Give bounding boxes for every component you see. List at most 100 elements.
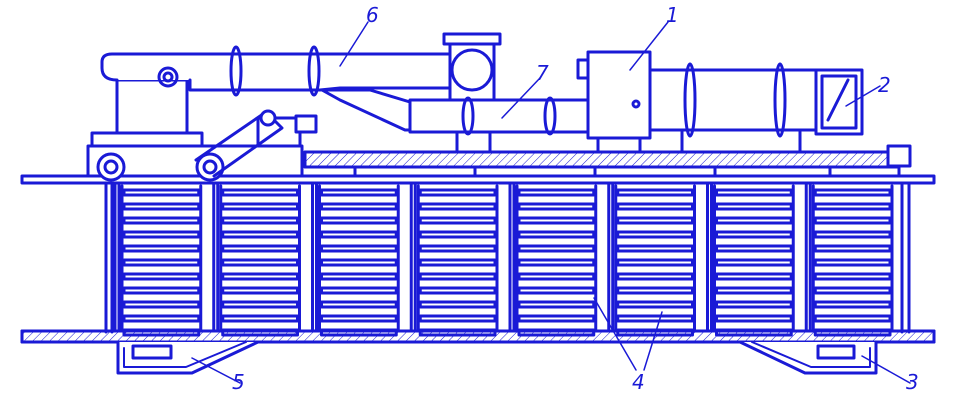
slat xyxy=(221,314,299,323)
slat-panel xyxy=(706,181,795,337)
slat xyxy=(418,188,497,197)
slat-panel xyxy=(212,181,301,337)
slat xyxy=(813,272,892,281)
hatched-deck xyxy=(303,150,899,178)
damper-2 xyxy=(814,68,864,136)
slat xyxy=(418,244,497,253)
label-5: 5 xyxy=(232,370,245,394)
outlet-duct xyxy=(648,62,822,154)
hatched-floor xyxy=(20,329,936,344)
slat xyxy=(616,202,694,211)
slat xyxy=(418,202,497,211)
slat xyxy=(616,258,694,267)
slat xyxy=(517,188,596,197)
slat xyxy=(418,272,497,281)
slat xyxy=(221,286,299,295)
slat xyxy=(616,188,694,197)
slat xyxy=(517,216,596,225)
label-3: 3 xyxy=(906,370,919,394)
slat xyxy=(813,314,892,323)
slat xyxy=(813,202,892,211)
slat xyxy=(418,286,497,295)
slat xyxy=(221,188,299,197)
label-7: 7 xyxy=(536,61,549,85)
slat xyxy=(122,300,201,309)
slat xyxy=(122,286,201,295)
slat xyxy=(517,244,596,253)
slat xyxy=(813,244,892,253)
slat xyxy=(221,300,299,309)
slat-panel xyxy=(409,181,499,337)
slat xyxy=(813,286,892,295)
slat xyxy=(616,216,694,225)
slat xyxy=(122,188,201,197)
slat-panel xyxy=(311,181,400,337)
slat xyxy=(517,300,596,309)
slat xyxy=(616,286,694,295)
slat xyxy=(122,314,201,323)
slat xyxy=(715,286,793,295)
slat xyxy=(221,230,299,239)
slat xyxy=(715,300,793,309)
slat xyxy=(616,244,694,253)
slat xyxy=(320,272,398,281)
slat-panel xyxy=(607,181,696,337)
slat-panel xyxy=(508,181,598,337)
label-6: 6 xyxy=(366,3,379,27)
slat xyxy=(517,230,596,239)
slat xyxy=(320,314,398,323)
slat xyxy=(221,202,299,211)
slat xyxy=(715,230,793,239)
slat xyxy=(517,272,596,281)
slat xyxy=(715,188,793,197)
end-stop xyxy=(886,144,912,178)
label-1: 1 xyxy=(666,3,679,27)
left-pit xyxy=(116,340,260,375)
slat xyxy=(320,202,398,211)
slat xyxy=(517,314,596,323)
slat xyxy=(221,244,299,253)
slat xyxy=(122,230,201,239)
chamber-frame xyxy=(104,181,911,334)
slat xyxy=(320,286,398,295)
slat xyxy=(616,314,694,323)
slat xyxy=(320,258,398,267)
slat xyxy=(616,272,694,281)
slat xyxy=(813,300,892,309)
slat xyxy=(221,216,299,225)
label-2: 2 xyxy=(878,73,891,97)
upper-rail xyxy=(20,174,936,185)
fan-housing xyxy=(442,32,502,154)
slat xyxy=(715,244,793,253)
right-pit xyxy=(738,340,878,375)
slat-panels xyxy=(113,181,894,337)
slat xyxy=(715,258,793,267)
slat xyxy=(616,300,694,309)
duct-7 xyxy=(408,96,592,136)
slat xyxy=(616,230,694,239)
slat xyxy=(517,286,596,295)
slat xyxy=(320,230,398,239)
slat xyxy=(122,244,201,253)
slat xyxy=(715,216,793,225)
slat xyxy=(715,314,793,323)
slat xyxy=(715,272,793,281)
slat xyxy=(221,258,299,267)
label-4: 4 xyxy=(632,370,645,394)
slat xyxy=(320,244,398,253)
callout-labels: 1 2 3 4 5 6 7 xyxy=(232,3,919,394)
slat xyxy=(813,216,892,225)
slat xyxy=(418,314,497,323)
slat xyxy=(418,230,497,239)
slat xyxy=(221,272,299,281)
slat xyxy=(320,188,398,197)
slat xyxy=(122,202,201,211)
slat xyxy=(813,230,892,239)
slat xyxy=(813,258,892,267)
slat xyxy=(122,258,201,267)
wheel-left xyxy=(96,152,126,182)
slat-panel xyxy=(804,181,894,337)
slat-panel xyxy=(113,181,203,337)
